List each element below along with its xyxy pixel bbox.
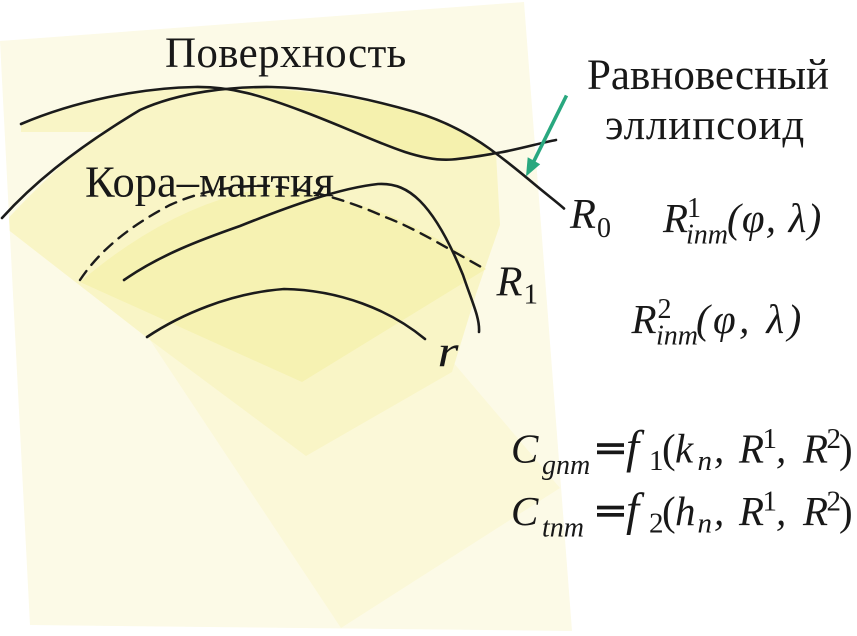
svg-text:R: R: [802, 488, 828, 534]
svg-text:n: n: [698, 445, 713, 477]
svg-text:(φ, λ): (φ, λ): [696, 296, 805, 342]
svg-text:1: 1: [763, 423, 778, 455]
svg-text:R: R: [569, 191, 596, 238]
svg-text:,: ,: [714, 426, 724, 472]
svg-text:C: C: [511, 488, 539, 534]
svg-text:Поверхность: Поверхность: [165, 30, 407, 77]
svg-text:h: h: [675, 488, 696, 534]
svg-text:R: R: [802, 426, 828, 472]
svg-text:0: 0: [597, 213, 611, 244]
svg-text:R: R: [496, 259, 523, 306]
svg-text:inm: inm: [686, 220, 728, 251]
svg-text:2: 2: [827, 423, 842, 455]
svg-text:C: C: [511, 426, 539, 472]
svg-text:inm: inm: [656, 321, 698, 352]
svg-text:1: 1: [763, 486, 778, 518]
svg-text:tnm: tnm: [542, 513, 584, 544]
svg-text:,: ,: [776, 426, 786, 472]
svg-text:1: 1: [649, 445, 664, 477]
svg-text:,: ,: [714, 488, 724, 534]
svg-text:1: 1: [687, 193, 701, 224]
svg-text:Кора–мантия: Кора–мантия: [85, 157, 334, 207]
svg-text:): ): [839, 426, 853, 472]
svg-text:эллипсоид: эллипсоид: [605, 102, 805, 149]
svg-text:R: R: [738, 426, 764, 472]
svg-text:(: (: [662, 488, 676, 534]
svg-text:(: (: [662, 426, 676, 472]
svg-text:2: 2: [658, 294, 672, 325]
svg-text:(φ, λ): (φ, λ): [727, 195, 822, 241]
svg-text:2: 2: [649, 508, 664, 540]
svg-text:R: R: [631, 296, 657, 342]
svg-text:2: 2: [827, 486, 842, 518]
svg-text:R: R: [662, 195, 688, 241]
svg-text:r: r: [438, 327, 460, 376]
svg-text:gnm: gnm: [542, 450, 590, 481]
svg-text:R: R: [738, 488, 764, 534]
svg-text:1: 1: [524, 279, 539, 311]
svg-text:k: k: [675, 426, 694, 472]
svg-text:): ): [839, 488, 853, 534]
svg-text:,: ,: [776, 488, 786, 534]
svg-text:Равновесный: Равновесный: [587, 52, 829, 99]
svg-text:n: n: [698, 508, 713, 540]
